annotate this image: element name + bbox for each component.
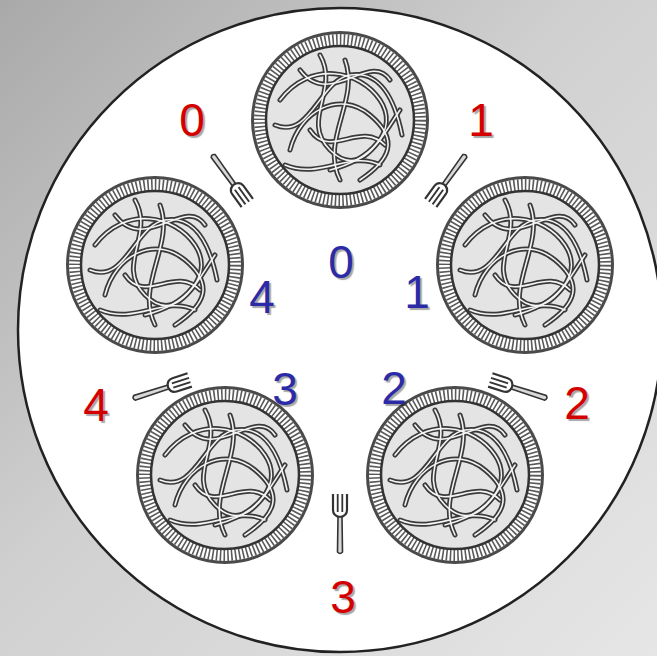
fork [333, 494, 347, 554]
plate [251, 31, 429, 209]
fork [488, 373, 549, 405]
fork [131, 373, 192, 405]
fork-number: 4 [83, 382, 109, 428]
plate [66, 176, 244, 354]
fork [207, 151, 253, 207]
philosopher-number: 3 [272, 366, 298, 412]
fork [425, 151, 471, 207]
philosopher-number: 4 [249, 274, 275, 320]
fork-number: 1 [468, 97, 494, 143]
philosopher-number: 2 [381, 365, 407, 411]
fork-number: 3 [330, 574, 356, 620]
plate [136, 386, 314, 564]
fork-number: 2 [564, 380, 590, 426]
philosopher-number: 0 [328, 239, 354, 285]
plate [366, 386, 544, 564]
table [18, 8, 657, 652]
fork-number: 0 [179, 97, 205, 143]
plate [436, 176, 614, 354]
philosopher-number: 1 [404, 269, 430, 315]
